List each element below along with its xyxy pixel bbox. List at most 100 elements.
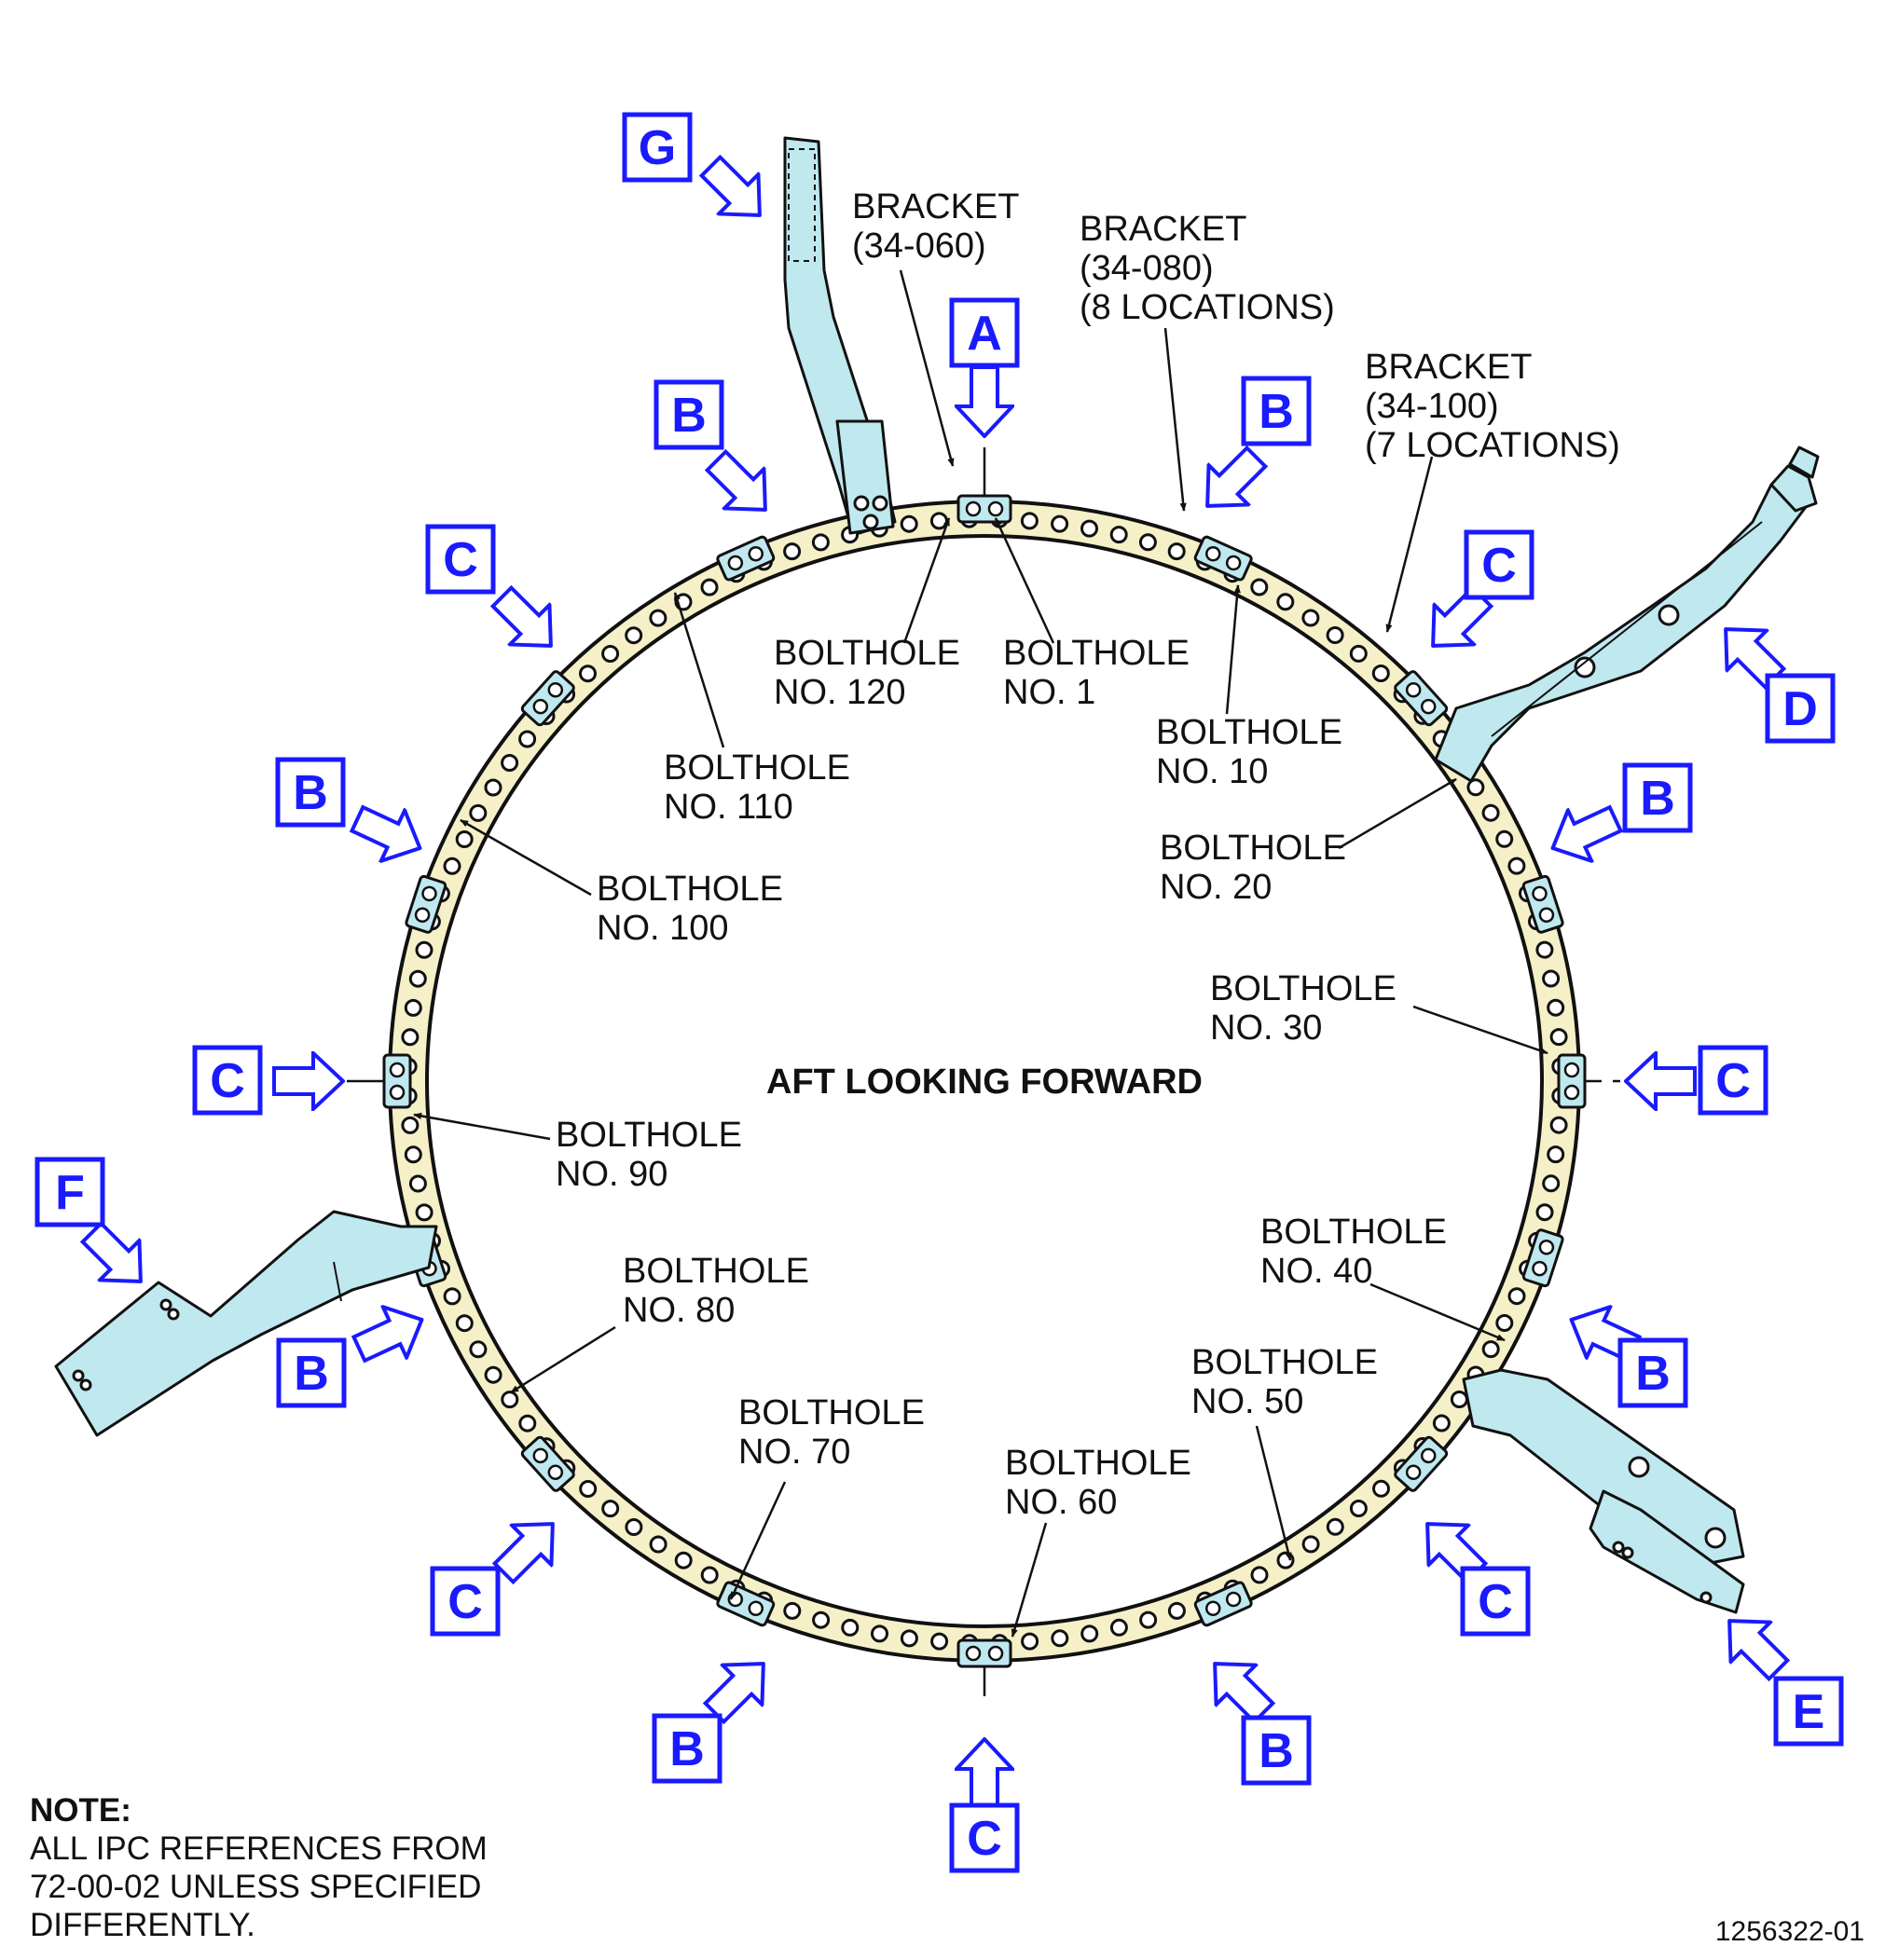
ring-bracket <box>1193 1581 1253 1627</box>
bolthole <box>700 1566 719 1584</box>
ring-bracket <box>520 1435 575 1492</box>
label-bh1-line1: BOLTHOLE <box>1003 634 1190 673</box>
label-bh60-line1: BOLTHOLE <box>1005 1444 1191 1483</box>
bolthole <box>1432 1414 1451 1432</box>
label-bracket-100-line1: BRACKET <box>1365 348 1532 387</box>
label-bh60: BOLTHOLE NO. 60 <box>1005 1444 1201 1522</box>
label-bh110-line2: NO. 110 <box>664 788 793 827</box>
bolthole <box>601 645 620 663</box>
arrow-c-bottom <box>955 1737 1014 1810</box>
bolthole <box>1495 1314 1514 1332</box>
bolthole <box>1372 1479 1390 1498</box>
callout-letter-c-lower-right: C <box>1478 1575 1513 1629</box>
bolthole <box>484 778 502 797</box>
bracket-f <box>54 1210 438 1437</box>
label-bh80-line1: BOLTHOLE <box>623 1252 809 1291</box>
arrow-g <box>691 146 779 235</box>
label-bh90: BOLTHOLE NO. 90 <box>556 1116 751 1194</box>
bolthole <box>649 609 667 627</box>
label-bh1: BOLTHOLE NO. 1 <box>1003 634 1199 712</box>
label-bh30-line2: NO. 30 <box>1210 1008 1322 1048</box>
title-background <box>766 1059 1203 1103</box>
arrow-c-left <box>272 1051 345 1111</box>
bolthole <box>1349 644 1368 663</box>
bolthole <box>649 1535 667 1554</box>
note-heading: NOTE: <box>30 1792 131 1829</box>
bolthole <box>1301 609 1320 627</box>
bolthole <box>1109 1618 1128 1637</box>
bolthole <box>484 1365 502 1384</box>
arrow-e <box>1710 1601 1798 1690</box>
callout-letter-b-bottom-left: B <box>669 1722 705 1776</box>
bolthole <box>1021 1632 1039 1651</box>
arrow-a <box>955 365 1014 438</box>
label-bh80: BOLTHOLE NO. 80 <box>623 1252 819 1330</box>
bolthole <box>900 1629 918 1648</box>
label-bh100-line2: NO. 100 <box>597 909 729 948</box>
bolthole <box>1080 1624 1099 1643</box>
leader-bh30 <box>1412 1005 1548 1055</box>
bolthole <box>1371 665 1390 682</box>
bolthole <box>1250 578 1269 596</box>
bolthole <box>674 1551 693 1569</box>
ring-bracket <box>716 535 776 582</box>
bolthole <box>404 998 422 1017</box>
bolthole <box>401 1116 420 1134</box>
bolthole <box>1276 593 1295 611</box>
bolthole <box>408 969 427 988</box>
label-bh10: BOLTHOLE NO. 10 <box>1156 713 1352 791</box>
bolthole <box>415 1203 433 1222</box>
ring-bracket <box>1521 1228 1564 1288</box>
label-bh40: BOLTHOLE NO. 40 <box>1260 1213 1456 1291</box>
bolthole <box>443 1287 461 1306</box>
callout-box-b-right-mid <box>1622 762 1693 833</box>
callout-letter-c-lower-left: C <box>447 1575 483 1629</box>
leader-bh70 <box>729 1481 787 1600</box>
bolthole <box>579 665 597 683</box>
figure-id: 1256322-01 <box>1715 1916 1864 1947</box>
callout-letter-d: D <box>1782 682 1818 736</box>
bolthole <box>408 1174 427 1193</box>
view-title: AFT LOOKING FORWARD <box>766 1062 1203 1102</box>
arrow-b-top-right <box>1188 437 1276 526</box>
label-bh120-line1: BOLTHOLE <box>774 634 960 673</box>
bolthole <box>518 1414 537 1432</box>
bolthole <box>700 578 719 596</box>
callout-letter-f: F <box>55 1166 85 1220</box>
arrow-b-right-mid <box>1538 791 1630 876</box>
bolthole <box>625 626 643 645</box>
bolthole <box>415 940 433 959</box>
ring-bracket <box>1521 874 1564 934</box>
callout-box-c-lower-right <box>1460 1566 1531 1637</box>
label-bh110-line1: BOLTHOLE <box>664 748 850 788</box>
callout-box-b-top-right <box>1241 376 1312 446</box>
callout-box-c-left <box>192 1045 263 1116</box>
ring-bracket <box>1394 670 1449 727</box>
label-bh110: BOLTHOLE NO. 110 <box>664 748 860 827</box>
note-line-1: ALL IPC REFERENCES FROM <box>30 1830 488 1867</box>
bolthole <box>1139 1610 1158 1629</box>
bolthole <box>1250 1566 1269 1584</box>
bolthole <box>1326 1517 1344 1536</box>
callout-letter-c-left: C <box>210 1054 245 1108</box>
leader-bh60 <box>1011 1522 1048 1638</box>
callout-letter-b-left-mid: B <box>293 766 328 820</box>
note-body: ALL IPC REFERENCES FROM 72-00-02 UNLESS … <box>30 1830 496 1943</box>
label-bh120: BOLTHOLE NO. 120 <box>774 634 970 712</box>
leader-bh110 <box>673 592 725 748</box>
bolthole <box>455 1314 474 1333</box>
bolthole <box>601 1500 620 1518</box>
callout-box-b-right-low <box>1617 1337 1688 1408</box>
callout-box-a <box>949 297 1020 368</box>
callout-letter-c-bottom: C <box>967 1812 1002 1866</box>
bolthole <box>1481 1340 1500 1359</box>
bolthole <box>783 542 802 561</box>
arrow-c-right <box>1624 1051 1697 1111</box>
label-bracket-080-line2: (34-080) <box>1080 249 1214 288</box>
arrow-b-top-left <box>696 441 785 529</box>
bolthole <box>1109 526 1128 544</box>
label-bh100-line1: BOLTHOLE <box>597 870 783 909</box>
label-bh30-line1: BOLTHOLE <box>1210 969 1397 1008</box>
bolthole <box>1167 542 1186 561</box>
